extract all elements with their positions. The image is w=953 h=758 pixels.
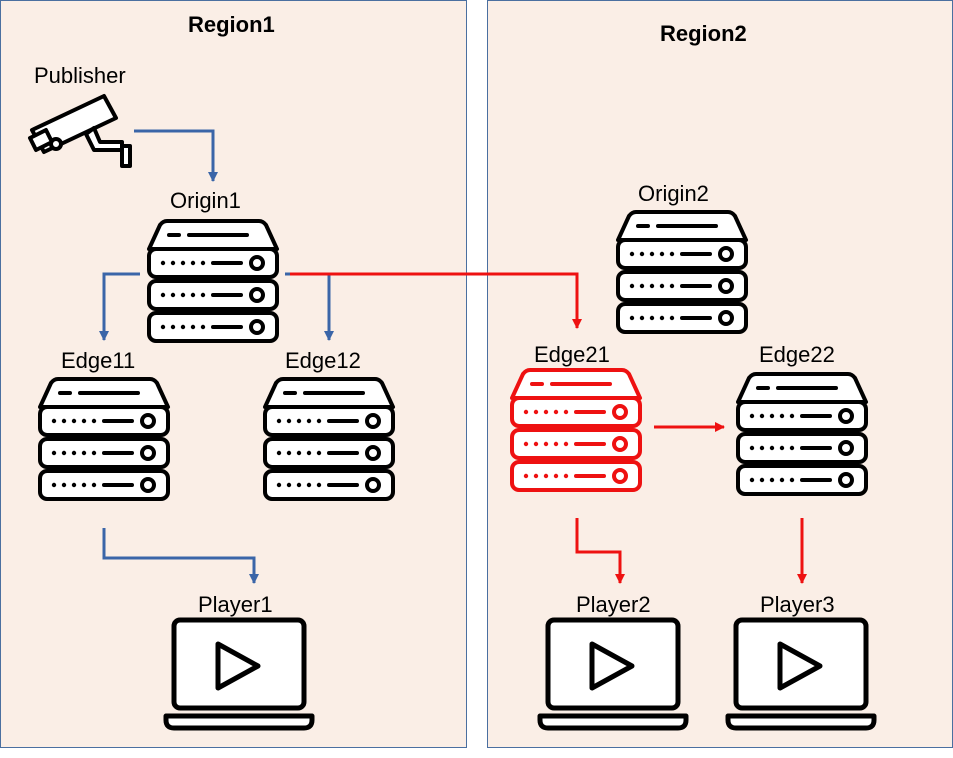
- edge21-label: Edge21: [534, 342, 610, 367]
- player1-label: Player1: [198, 592, 273, 617]
- edge11-server-icon: [40, 379, 168, 499]
- publisher-to-origin1-arrow: [134, 129, 218, 182]
- edge11-label: Edge11: [61, 348, 136, 373]
- player1-laptop-icon: [166, 620, 312, 728]
- player3-label: Player3: [760, 592, 835, 617]
- player2-label: Player2: [576, 592, 651, 617]
- origin1-to-edge21-arrow: [290, 272, 582, 329]
- edge22-server-icon: [738, 374, 866, 494]
- edge22-label: Edge22: [759, 342, 835, 367]
- publisher-label: Publisher: [34, 63, 126, 88]
- edge12-label: Edge12: [285, 348, 361, 373]
- origin1-to-edge11-arrow: [99, 272, 140, 341]
- region1-title: Region1: [188, 12, 275, 37]
- camera-icon: [28, 94, 132, 168]
- edge21-server-icon: [512, 370, 640, 490]
- origin1-server-icon: [149, 221, 277, 341]
- origin1-to-edge12-arrow: [285, 272, 334, 341]
- player3-laptop-icon: [728, 620, 874, 728]
- origin2-label: Origin2: [638, 181, 709, 206]
- origin1-label: Origin1: [170, 188, 241, 213]
- region2-title: Region2: [660, 21, 747, 46]
- origin2-server-icon: [618, 212, 746, 332]
- edge12-server-icon: [265, 379, 393, 499]
- edge11-to-player1-arrow: [102, 528, 259, 584]
- edge21-to-player2-arrow: [575, 518, 625, 584]
- player2-laptop-icon: [540, 620, 686, 728]
